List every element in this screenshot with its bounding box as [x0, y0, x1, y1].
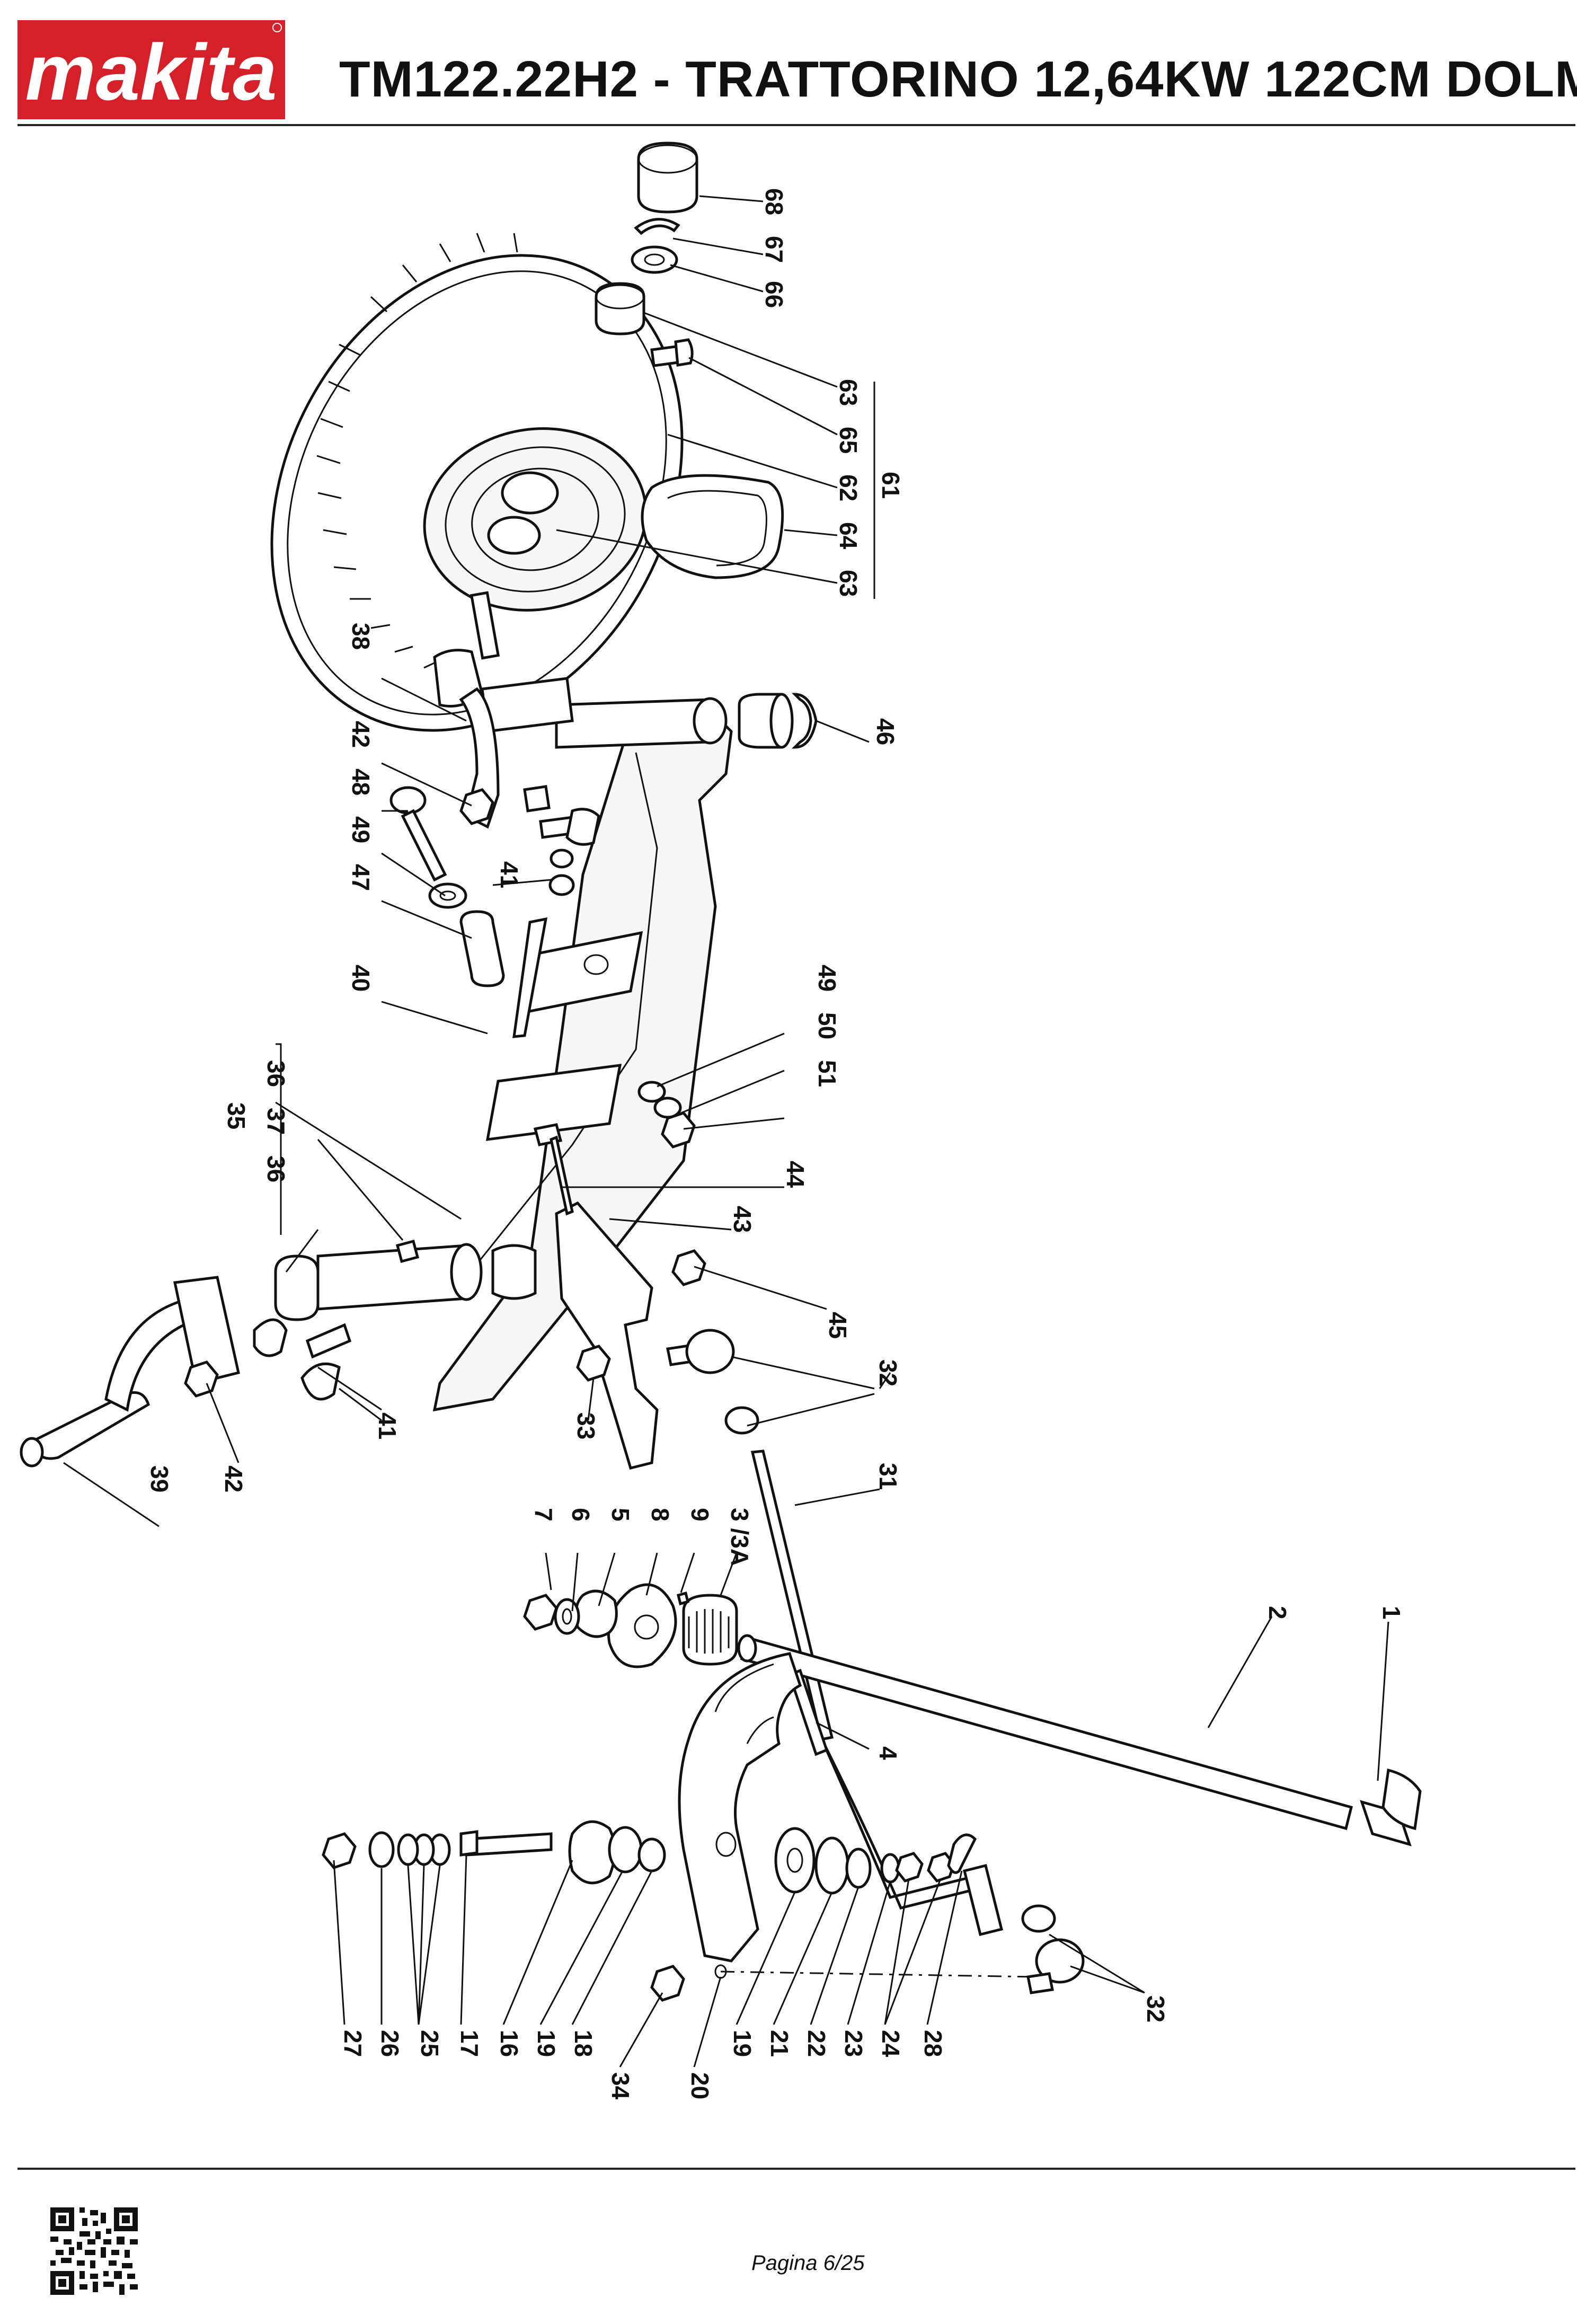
callout-27: 27 — [339, 2030, 367, 2057]
document-title: TM122.22H2 - TRATTORINO 12,64KW 122CM DO… — [339, 51, 1577, 108]
wheel-bearing-stack — [595, 142, 698, 367]
callout-45: 45 — [824, 1312, 852, 1339]
callout-41-top: 41 — [495, 861, 523, 888]
callout-37: 37 — [262, 1108, 290, 1135]
callout-49-left: 49 — [347, 816, 375, 843]
callout-63-bottom: 63 — [835, 570, 862, 597]
callout-17: 17 — [456, 2030, 483, 2057]
callout-32-top: 32 — [874, 1359, 902, 1386]
callout-42-bottom: 42 — [220, 1465, 247, 1492]
callout-63-top: 63 — [835, 379, 862, 406]
callout-1: 1 — [1378, 1606, 1405, 1620]
callout-33: 33 — [572, 1412, 600, 1439]
callout-61: 61 — [877, 472, 905, 499]
callout-25: 25 — [416, 2030, 444, 2057]
callout-39: 39 — [146, 1465, 173, 1492]
callout-31: 31 — [874, 1463, 902, 1490]
callout-36-top: 36 — [262, 1060, 290, 1087]
callout-28: 28 — [919, 2030, 947, 2057]
callout-67: 67 — [760, 236, 788, 263]
footer-divider — [17, 2168, 1575, 2170]
callout-4: 4 — [874, 1746, 902, 1760]
left-hardware — [389, 786, 548, 1038]
callout-68: 68 — [760, 188, 788, 215]
callout-64: 64 — [835, 522, 862, 550]
callout-22: 22 — [803, 2030, 830, 2057]
callout-19-right: 19 — [729, 2030, 756, 2057]
steering-sector — [322, 1652, 1034, 2002]
callout-32-bottom: 32 — [1142, 1995, 1170, 2022]
spindle-left — [20, 1239, 537, 1468]
leader-lines — [63, 195, 1389, 2067]
callout-34: 34 — [607, 2072, 634, 2100]
callout-2: 2 — [1264, 1606, 1291, 1620]
callout-18: 18 — [570, 2030, 597, 2057]
makita-logo: makita — [17, 20, 285, 119]
callout-24: 24 — [877, 2030, 905, 2057]
callout-21: 21 — [766, 2030, 793, 2057]
callout-20: 20 — [686, 2072, 714, 2099]
callout-65: 65 — [835, 427, 862, 454]
callout-48: 48 — [347, 768, 375, 796]
callout-40: 40 — [347, 965, 375, 992]
callout-42-top: 42 — [347, 721, 375, 748]
callout-6: 6 — [567, 1508, 595, 1522]
steering-bracket — [533, 1081, 706, 1470]
callout-49-right: 49 — [813, 965, 841, 992]
callout-23: 23 — [840, 2030, 867, 2057]
callout-41-bottom: 41 — [374, 1412, 401, 1439]
pinion-assembly — [523, 1583, 829, 1756]
callout-47: 47 — [347, 864, 375, 891]
callout-19-left: 19 — [533, 2030, 560, 2057]
qr-code-icon — [50, 2207, 138, 2295]
callout-16: 16 — [495, 2030, 523, 2057]
callout-36-bottom: 36 — [262, 1155, 290, 1182]
front-axle-beam — [432, 693, 818, 1412]
part-callouts: 68 67 66 63 65 62 61 64 63 38 46 42 48 4… — [146, 188, 1405, 2100]
brand-wordmark: makita — [25, 28, 277, 117]
callout-44: 44 — [782, 1161, 809, 1188]
callout-62: 62 — [835, 474, 862, 501]
callout-26: 26 — [376, 2030, 404, 2057]
callout-8: 8 — [646, 1508, 674, 1522]
callout-3-3a: 3 /3A — [726, 1508, 754, 1566]
callout-66: 66 — [760, 281, 788, 308]
callout-43: 43 — [729, 1206, 756, 1233]
callout-9: 9 — [686, 1508, 714, 1522]
callout-46: 46 — [872, 718, 899, 745]
callout-51: 51 — [813, 1060, 841, 1087]
header-divider — [17, 124, 1575, 126]
page-number: Pagina 6/25 — [751, 2251, 865, 2275]
callout-7: 7 — [530, 1508, 557, 1522]
steering-shaft — [737, 1634, 1422, 1846]
callout-5: 5 — [607, 1508, 634, 1522]
exploded-parts-diagram: 68 67 66 63 65 62 61 64 63 38 46 42 48 4… — [20, 142, 1422, 2100]
callout-50: 50 — [813, 1012, 841, 1039]
callout-35: 35 — [223, 1102, 250, 1129]
callout-38: 38 — [347, 623, 375, 650]
spindle-right — [433, 591, 600, 896]
